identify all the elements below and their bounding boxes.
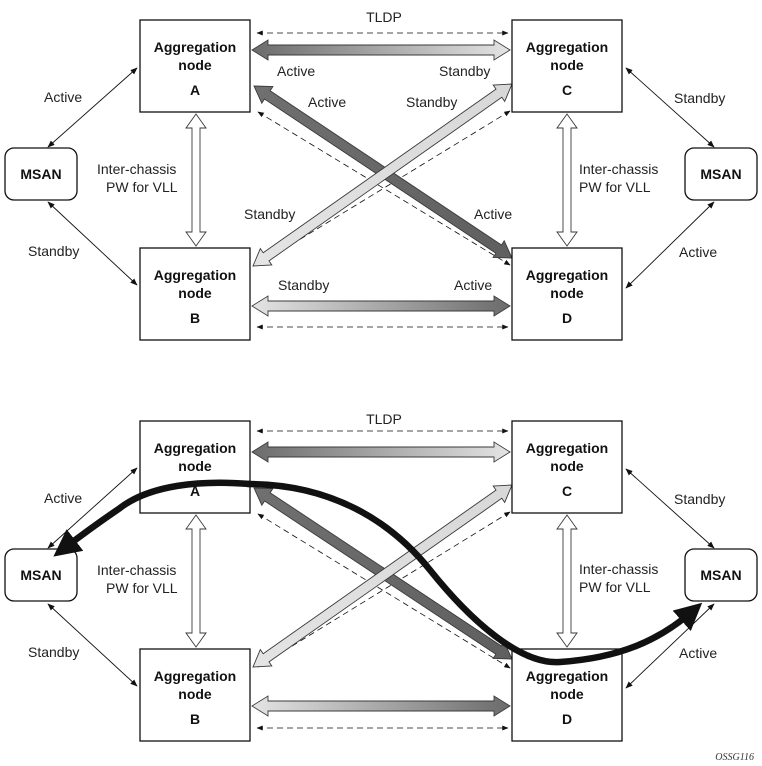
- node-b-bottom[interactable]: Aggregation node B: [139, 648, 251, 742]
- node-d-title-line1: Aggregation: [526, 267, 608, 283]
- msan-left-bottom-label: MSAN: [20, 567, 61, 583]
- fat-arrow-interchassis-left-bottom: [185, 514, 207, 648]
- fat-arrow-interchassis-left: [185, 113, 207, 247]
- node-c[interactable]: Aggregation node C: [511, 19, 623, 113]
- tldp-label-bottom: TLDP: [366, 411, 402, 427]
- label-right-msan-c: Standby: [674, 90, 725, 106]
- fat-arrow-interchassis-right-bottom: [556, 514, 578, 648]
- msan-right-bottom[interactable]: MSAN: [684, 548, 758, 602]
- node-d-letter: D: [562, 310, 572, 326]
- tldp-dashed-lines: [256, 30, 511, 330]
- tldp-label: TLDP: [366, 9, 402, 25]
- traffic-path-left: [53, 479, 254, 557]
- label-interchassis-left-2: PW for VLL: [106, 179, 178, 195]
- node-b-bottom-letter: B: [190, 711, 200, 727]
- figure-id: OSSG116: [715, 752, 754, 763]
- node-d-bottom-letter: D: [562, 711, 572, 727]
- label-bc-standby-b: Standby: [244, 206, 295, 222]
- msan-links: [47, 67, 715, 289]
- node-d-bottom-title-line1: Aggregation: [526, 668, 608, 684]
- label-interchassis-left-bottom-2: PW for VLL: [106, 580, 178, 596]
- label-interchassis-right-2: PW for VLL: [579, 179, 651, 195]
- node-a[interactable]: Aggregation node A: [139, 19, 251, 113]
- node-a-letter: A: [190, 82, 200, 98]
- fat-arrow-interchassis-right: [556, 113, 578, 247]
- node-c-title-line1: Aggregation: [526, 39, 608, 55]
- fat-arrow-b-d-bottom: [251, 695, 511, 717]
- label-left-msan-a-bottom: Active: [44, 490, 82, 506]
- label-ad-active-d: Active: [474, 206, 512, 222]
- node-d[interactable]: Aggregation node D: [511, 247, 623, 341]
- label-right-msan-d-bottom: Active: [679, 645, 717, 661]
- node-b-title-line1: Aggregation: [154, 267, 236, 283]
- node-b-bottom-title-line2: node: [178, 686, 212, 702]
- msan-right-bottom-label: MSAN: [700, 567, 741, 583]
- node-b[interactable]: Aggregation node B: [139, 247, 251, 341]
- label-left-msan-a: Active: [44, 89, 82, 105]
- bottom-panel: TLDP Aggregation node A Aggregation node…: [4, 411, 758, 742]
- msan-left-bottom[interactable]: MSAN: [4, 548, 78, 602]
- node-c-title-line2: node: [550, 57, 584, 73]
- node-c-bottom[interactable]: Aggregation node C: [511, 420, 623, 514]
- label-left-msan-b: Standby: [28, 243, 79, 259]
- node-a-title-line1: Aggregation: [154, 39, 236, 55]
- msan-links-bottom: [47, 467, 715, 689]
- fat-arrow-a-c: [251, 39, 511, 61]
- node-d-bottom-title-line2: node: [550, 686, 584, 702]
- label-ad-active-a: Active: [308, 94, 346, 110]
- label-bd-active: Active: [454, 277, 492, 293]
- msan-left[interactable]: MSAN: [4, 147, 78, 201]
- top-panel: TLDP Aggregation node A Aggregation node…: [4, 9, 758, 341]
- label-bd-standby: Standby: [278, 277, 329, 293]
- node-a-title-line2: node: [178, 57, 212, 73]
- label-bc-standby-c: Standby: [406, 94, 457, 110]
- label-right-msan-d: Active: [679, 244, 717, 260]
- msan-left-label: MSAN: [20, 166, 61, 182]
- node-a-bottom-letter: A: [190, 483, 200, 499]
- fat-arrow-a-c-bottom: [251, 441, 511, 463]
- node-b-letter: B: [190, 310, 200, 326]
- label-interchassis-left-bottom-1: Inter-chassis: [97, 562, 176, 578]
- node-c-bottom-title-line1: Aggregation: [526, 440, 608, 456]
- msan-right[interactable]: MSAN: [684, 147, 758, 201]
- node-c-letter: C: [562, 82, 572, 98]
- node-d-title-line2: node: [550, 285, 584, 301]
- node-a-bottom-title-line2: node: [178, 458, 212, 474]
- label-right-msan-c-bottom: Standby: [674, 491, 725, 507]
- bottom-fat-arrows: [185, 441, 578, 717]
- node-a-bottom-title-line1: Aggregation: [154, 440, 236, 456]
- label-left-msan-b-bottom: Standby: [28, 644, 79, 660]
- tldp-dashed-lines-bottom: [256, 428, 511, 731]
- node-c-bottom-title-line2: node: [550, 458, 584, 474]
- traffic-path: [244, 480, 703, 666]
- label-interchassis-right-1: Inter-chassis: [579, 161, 658, 177]
- node-b-title-line2: node: [178, 285, 212, 301]
- label-interchassis-right-bottom-2: PW for VLL: [579, 579, 651, 595]
- label-interchassis-left-1: Inter-chassis: [97, 161, 176, 177]
- node-a-bottom[interactable]: Aggregation node A: [139, 420, 251, 514]
- label-ac-standby: Standby: [439, 63, 490, 79]
- label-interchassis-right-bottom-1: Inter-chassis: [579, 561, 658, 577]
- node-c-bottom-letter: C: [562, 483, 572, 499]
- node-b-bottom-title-line1: Aggregation: [154, 668, 236, 684]
- fat-arrow-b-d: [251, 295, 511, 317]
- msan-right-label: MSAN: [700, 166, 741, 182]
- label-ac-active: Active: [277, 63, 315, 79]
